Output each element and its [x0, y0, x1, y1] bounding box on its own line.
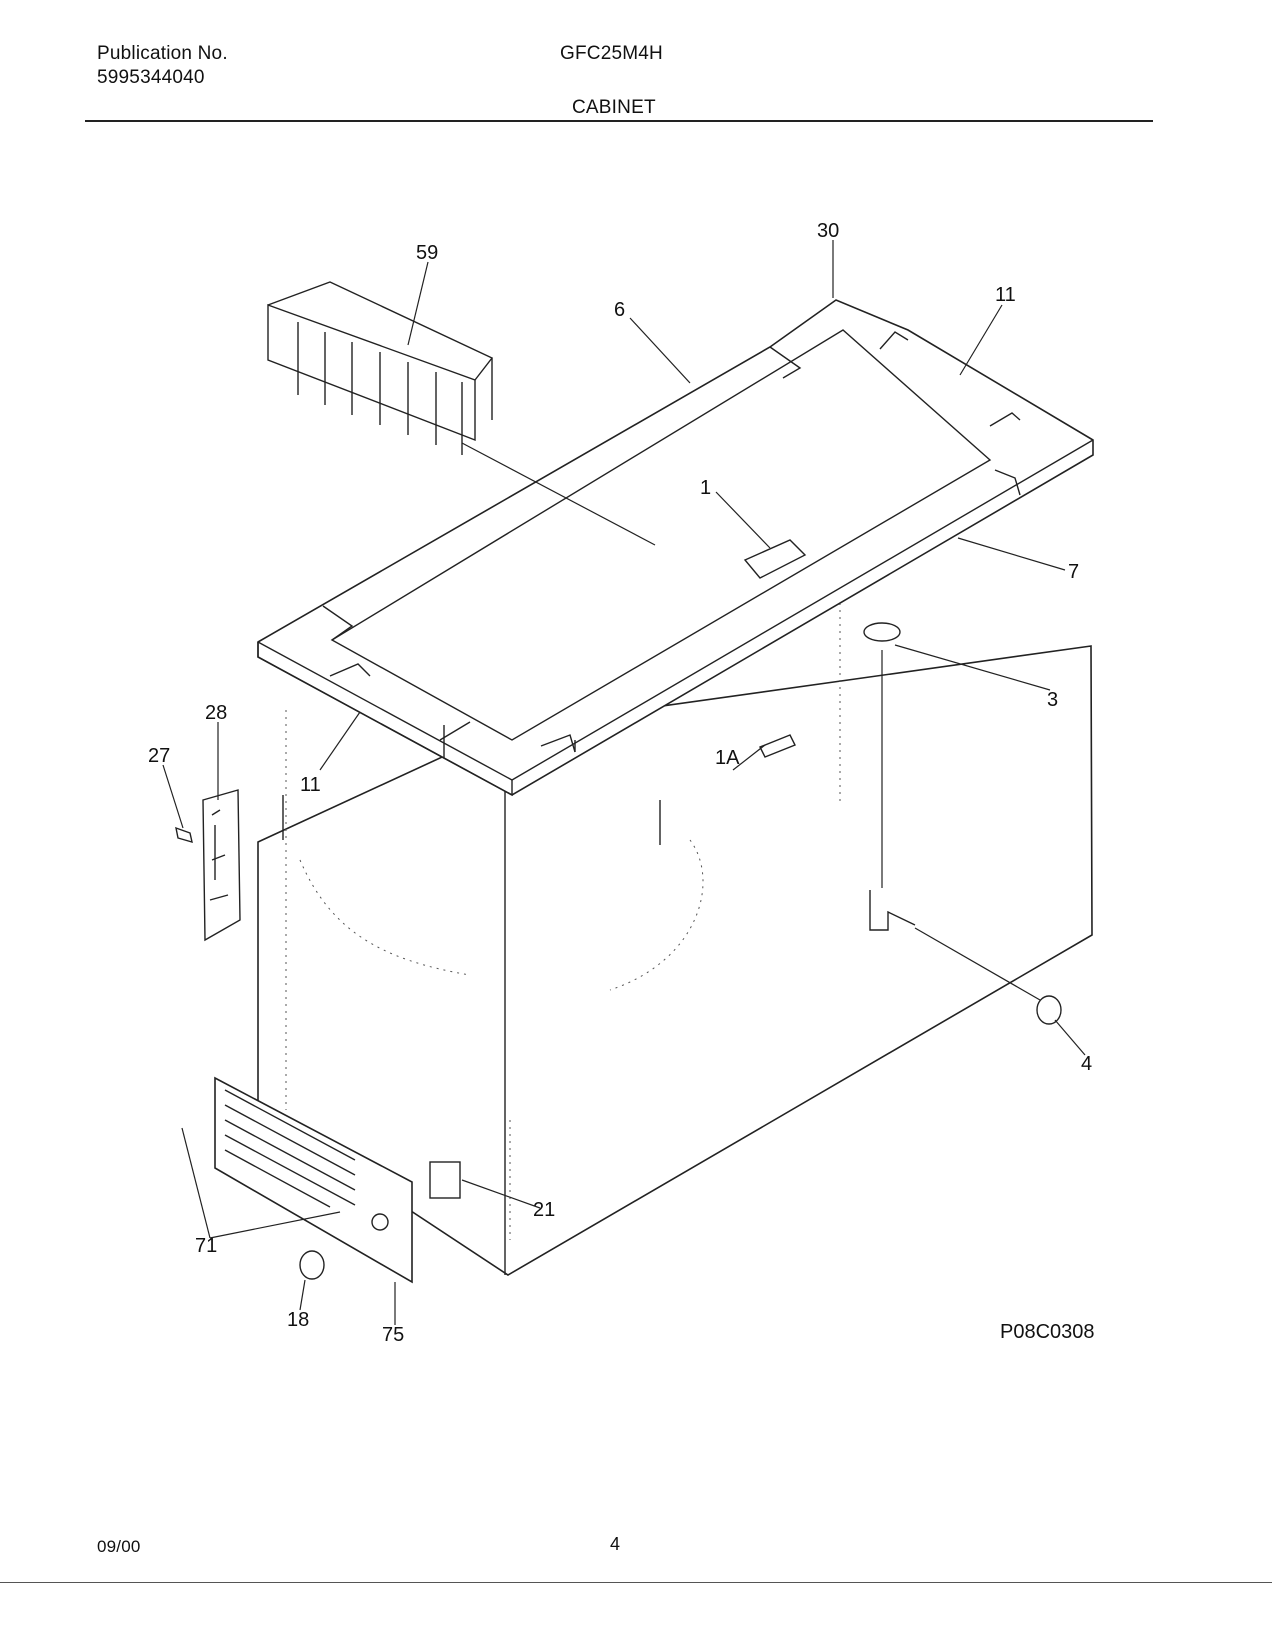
callout-75: 75 [382, 1324, 404, 1346]
wire-basket [267, 281, 494, 455]
grille [214, 1076, 413, 1284]
section-title: CABINET [572, 97, 656, 118]
model-number: GFC25M4H [560, 43, 663, 64]
clip [743, 539, 807, 579]
hinge [202, 789, 241, 942]
callout-18: 18 [287, 1309, 309, 1331]
callout-21: 21 [533, 1199, 555, 1221]
figure-code: P08C0308 [1000, 1321, 1095, 1343]
callout-4: 4 [1081, 1053, 1092, 1075]
callout-7: 7 [1068, 561, 1079, 583]
callout-11-top: 11 [995, 284, 1016, 306]
footer-date: 09/00 [97, 1537, 141, 1556]
drain-tube [869, 890, 916, 931]
thermostat [429, 1161, 461, 1199]
callout-1a: 1A [715, 747, 740, 769]
callout-3: 3 [1047, 689, 1058, 711]
callout-labels: 59 6 30 11 1 7 3 28 27 11 1A 4 21 71 18 … [148, 220, 1095, 1346]
callout-27: 27 [148, 745, 170, 767]
hinge-screw [175, 826, 193, 843]
header-rule [85, 120, 1153, 122]
drain-plug [863, 622, 901, 642]
leader-lines [162, 240, 1086, 1325]
page-number: 4 [610, 1534, 621, 1554]
callout-59: 59 [416, 242, 438, 264]
callout-28: 28 [205, 702, 227, 724]
clip-1a [759, 734, 796, 758]
callout-11-left: 11 [300, 774, 321, 796]
callout-1: 1 [700, 477, 711, 499]
drain-cap [1036, 995, 1062, 1025]
breaker-strip-frame [257, 299, 1094, 797]
knob [299, 1250, 325, 1280]
callout-71: 71 [195, 1235, 217, 1257]
callout-30: 30 [817, 220, 839, 242]
publication-label: Publication No. [97, 43, 228, 64]
callout-6: 6 [614, 299, 625, 321]
footer-rule [0, 1582, 1272, 1583]
publication-number: 5995344040 [97, 67, 205, 88]
